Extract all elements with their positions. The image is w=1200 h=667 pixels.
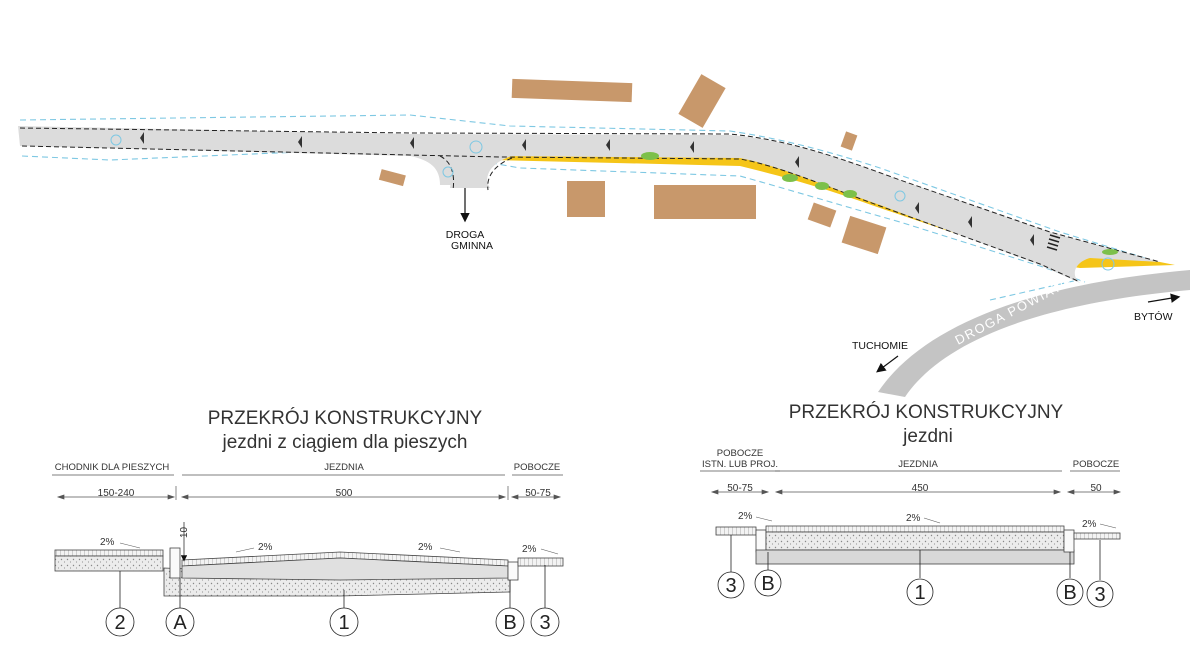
pedestrian-crossing <box>1046 234 1061 251</box>
header-pobocze: POBOCZE <box>514 462 560 473</box>
marker-right-3-left: 3 <box>725 575 736 597</box>
marker-right-1: 1 <box>914 582 925 604</box>
droga-gminna-label-line1: DROGA <box>446 229 485 241</box>
county-road <box>878 270 1190 397</box>
bytow-arrow <box>1147 293 1181 303</box>
site-plan: DROGA POWIATOWA <box>18 74 1190 397</box>
building <box>654 185 756 219</box>
header-istn: ISTN. LUB PROJ. <box>702 459 778 470</box>
bytow-label: BYTÓW <box>1134 310 1173 323</box>
header-chodnik: CHODNIK DLA PIESZYCH <box>55 462 170 473</box>
marker-b: B <box>503 612 516 634</box>
plan-circles <box>110 134 1115 271</box>
section-right: PRZEKRÓJ KONSTRUKCYJNY jezdni POBOCZE IS… <box>700 401 1122 608</box>
dim-pobocze-right: 50 <box>1090 483 1102 494</box>
road-edges <box>19 127 1161 283</box>
marker-a: A <box>173 612 187 634</box>
section-left-title: PRZEKRÓJ KONSTRUKCYJNY <box>208 407 483 429</box>
marker-2: 2 <box>114 612 125 634</box>
dim-jezdnia: 500 <box>336 488 353 499</box>
greenery-patch <box>1102 249 1118 255</box>
building <box>511 78 633 103</box>
slope-right-road: 2% <box>906 513 921 524</box>
section-right-subtitle: jezdni <box>902 426 953 447</box>
slope-sidewalk: 2% <box>100 537 115 548</box>
building <box>840 131 858 151</box>
header-pobocze-right: POBOCZE <box>1073 459 1119 470</box>
section-left: PRZEKRÓJ KONSTRUKCYJNY jezdni z ciągiem … <box>52 407 564 637</box>
marker-right-b-right: B <box>1063 582 1076 604</box>
slope-road-right: 2% <box>418 542 433 553</box>
dim-jezdnia-right: 450 <box>912 483 929 494</box>
dim-chodnik: 150-240 <box>98 488 135 499</box>
curb-height: 10 <box>179 526 190 538</box>
marker-right-b-left: B <box>761 573 774 595</box>
section-left-subtitle: jezdni z ciągiem dla pieszych <box>221 432 467 453</box>
greenery-patch <box>843 190 857 198</box>
header-jezdnia-right: JEZDNIA <box>898 459 938 470</box>
greenery-patch <box>782 174 798 182</box>
roadway <box>18 126 1160 283</box>
slope-right-shoulder-left: 2% <box>738 511 753 522</box>
section-right-structure <box>715 525 1121 565</box>
section-right-title: PRZEKRÓJ KONSTRUKCYJNY <box>789 401 1064 423</box>
tuchomie-label: TUCHOMIE <box>852 340 908 352</box>
road-markers <box>140 132 1034 246</box>
building <box>678 74 726 128</box>
greenery <box>641 152 1118 255</box>
marker-1: 1 <box>338 612 349 634</box>
header-pobocze-left: POBOCZE <box>717 448 763 459</box>
marker-right-3-right: 3 <box>1094 584 1105 606</box>
boundary-lines <box>19 114 1146 301</box>
dim-pobocze: 50-75 <box>525 488 551 499</box>
slope-road-left: 2% <box>258 542 273 553</box>
building <box>807 202 837 228</box>
buildings <box>378 74 887 255</box>
slope-shoulder: 2% <box>522 544 537 555</box>
slope-right-shoulder-right: 2% <box>1082 519 1097 530</box>
dim-pobocze-left: 50-75 <box>727 483 753 494</box>
header-jezdnia: JEZDNIA <box>324 462 364 473</box>
junction-gminna <box>438 154 512 188</box>
greenery-patch <box>641 152 659 160</box>
building <box>841 215 887 255</box>
greenery-patch <box>815 182 829 190</box>
marker-3: 3 <box>539 612 550 634</box>
section-left-structure <box>54 547 564 597</box>
tuchomie-arrow <box>876 355 899 373</box>
droga-gminna-label-line2: GMINNA <box>451 240 493 252</box>
building <box>378 169 406 187</box>
building <box>567 181 605 217</box>
